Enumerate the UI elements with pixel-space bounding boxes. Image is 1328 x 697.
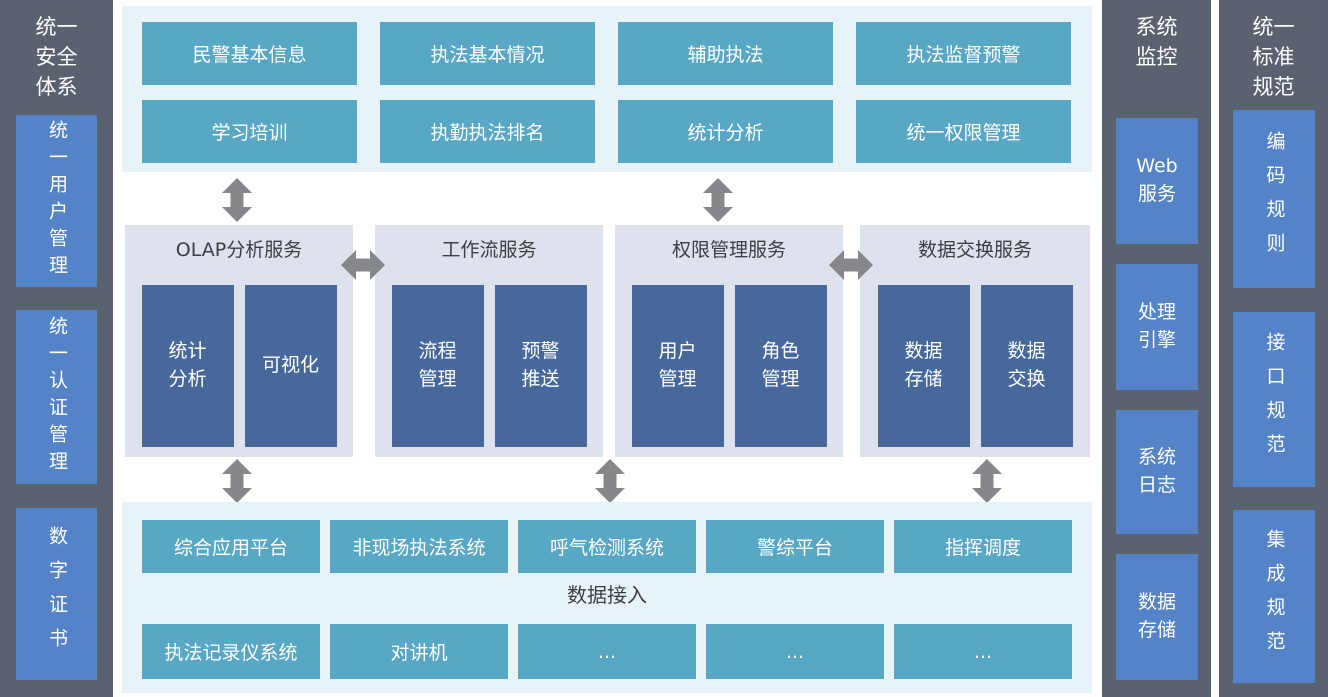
- system-button-breath-test: 呼气检测系统: [518, 520, 696, 573]
- app-button-statistics: 统计分析: [618, 100, 833, 163]
- service-box-label: 数据 存储: [904, 340, 943, 390]
- security-item-user-mgmt: 统一用户管理: [16, 115, 97, 287]
- monitor-item-label: 系统 日志: [1137, 446, 1176, 496]
- service-box-data-storage: 数据 存储: [877, 285, 970, 447]
- service-box-label: 统计 分析: [168, 340, 207, 390]
- app-button-supervision: 执法监督预警: [856, 22, 1071, 85]
- monitor-item-data-storage: 数据 存储: [1116, 554, 1198, 680]
- system-button-police-platform: 警综平台: [706, 520, 884, 573]
- app-button-police-info: 民警基本信息: [142, 22, 357, 85]
- standards-item-label: 编码规则: [1263, 131, 1286, 267]
- system-button-ellipsis: ...: [706, 624, 884, 679]
- app-button-enforce-info: 执法基本情况: [380, 22, 595, 85]
- security-item-label: 统一认证管理: [46, 316, 68, 478]
- service-box-label: 角色 管理: [761, 340, 800, 390]
- service-box-stat-analysis: 统计 分析: [141, 285, 234, 447]
- security-sidebar-title: 统一安全体系: [35, 15, 78, 99]
- standards-item-label: 接口规范: [1263, 331, 1286, 468]
- system-button-intercom: 对讲机: [330, 624, 508, 679]
- app-button-assist: 辅助执法: [618, 22, 833, 85]
- system-button-integrated-platform: 综合应用平台: [142, 520, 320, 573]
- arrow-vertical-icon: [222, 459, 252, 503]
- monitor-item-label: 数据 存储: [1137, 591, 1176, 641]
- security-sidebar: 统一安全体系 统一用户管理 统一认证管理 数字证书: [0, 0, 113, 697]
- arrow-vertical-icon: [703, 178, 733, 222]
- service-box-alert-push: 预警 推送: [494, 285, 587, 447]
- monitor-item-label: Web 服务: [1136, 155, 1178, 205]
- service-panel-title: OLAP分析服务: [175, 239, 303, 261]
- standards-sidebar: 统一标准规范 编码规则 接口规范 集成规范: [1219, 0, 1328, 697]
- system-button-offsite-enforcement: 非现场执法系统: [330, 520, 508, 573]
- arrow-horizontal-icon: [341, 250, 385, 280]
- system-button-ellipsis: ...: [894, 624, 1072, 679]
- standards-item-coding-rules: 编码规则: [1233, 110, 1315, 288]
- standards-item-label: 集成规范: [1263, 528, 1286, 665]
- security-item-digital-cert: 数字证书: [16, 508, 97, 680]
- service-panel-title: 权限管理服务: [671, 239, 786, 261]
- service-panel-olap: OLAP分析服务 统计 分析 可视化: [125, 225, 353, 457]
- service-panel-title: 数据交换服务: [917, 239, 1032, 261]
- app-button-permissions: 统一权限管理: [856, 100, 1071, 163]
- monitor-item-processing-engine: 处理 引擎: [1116, 264, 1198, 390]
- security-item-label: 统一用户管理: [46, 120, 68, 282]
- monitor-sidebar-title: 系统监控: [1135, 15, 1178, 69]
- service-box-data-exchange: 数据 交换: [980, 285, 1073, 447]
- service-box-label: 流程 管理: [418, 340, 457, 390]
- monitor-item-label: 处理 引擎: [1137, 301, 1176, 351]
- application-panel: 民警基本信息 执法基本情况 辅助执法 执法监督预警 学习培训 执勤执法排名 统计…: [122, 6, 1092, 172]
- security-item-auth-mgmt: 统一认证管理: [16, 310, 97, 484]
- arrow-vertical-icon: [222, 178, 252, 222]
- service-box-role-mgmt: 角色 管理: [734, 285, 827, 447]
- arrow-vertical-icon: [972, 459, 1002, 503]
- service-panel-data-exchange: 数据交换服务 数据 存储 数据 交换: [860, 225, 1090, 457]
- monitor-sidebar: 系统监控 Web 服务 处理 引擎 系统 日志 数据 存储: [1102, 0, 1211, 697]
- arrow-vertical-icon: [595, 459, 625, 503]
- data-access-panel: 综合应用平台 非现场执法系统 呼气检测系统 警综平台 指挥调度 数据接入 执法记…: [122, 502, 1092, 693]
- service-panel-workflow: 工作流服务 流程 管理 预警 推送: [375, 225, 603, 457]
- monitor-item-web-service: Web 服务: [1116, 118, 1198, 244]
- service-box-user-mgmt: 用户 管理: [631, 285, 724, 447]
- standards-item-interface-spec: 接口规范: [1233, 312, 1315, 487]
- service-panel-permission: 权限管理服务 用户 管理 角色 管理: [615, 225, 843, 457]
- service-box-process-mgmt: 流程 管理: [391, 285, 484, 447]
- system-button-body-camera: 执法记录仪系统: [142, 624, 320, 679]
- app-button-training: 学习培训: [142, 100, 357, 163]
- monitor-item-system-log: 系统 日志: [1116, 410, 1198, 534]
- data-access-label: 数据接入: [567, 583, 647, 607]
- service-box-label: 数据 交换: [1007, 340, 1046, 390]
- system-button-command-dispatch: 指挥调度: [894, 520, 1072, 573]
- service-box-visualization: 可视化: [244, 285, 337, 447]
- service-box-label: 可视化: [261, 354, 319, 377]
- arrow-horizontal-icon: [829, 250, 873, 280]
- security-item-label: 数字证书: [46, 526, 68, 662]
- service-box-label: 用户 管理: [658, 340, 697, 390]
- service-panel-title: 工作流服务: [441, 239, 537, 261]
- app-button-duty-ranking: 执勤执法排名: [380, 100, 595, 163]
- service-box-label: 预警 推送: [521, 340, 560, 390]
- system-button-ellipsis: ...: [518, 624, 696, 679]
- standards-sidebar-title: 统一标准规范: [1252, 15, 1295, 99]
- standards-item-integration-spec: 集成规范: [1233, 510, 1315, 683]
